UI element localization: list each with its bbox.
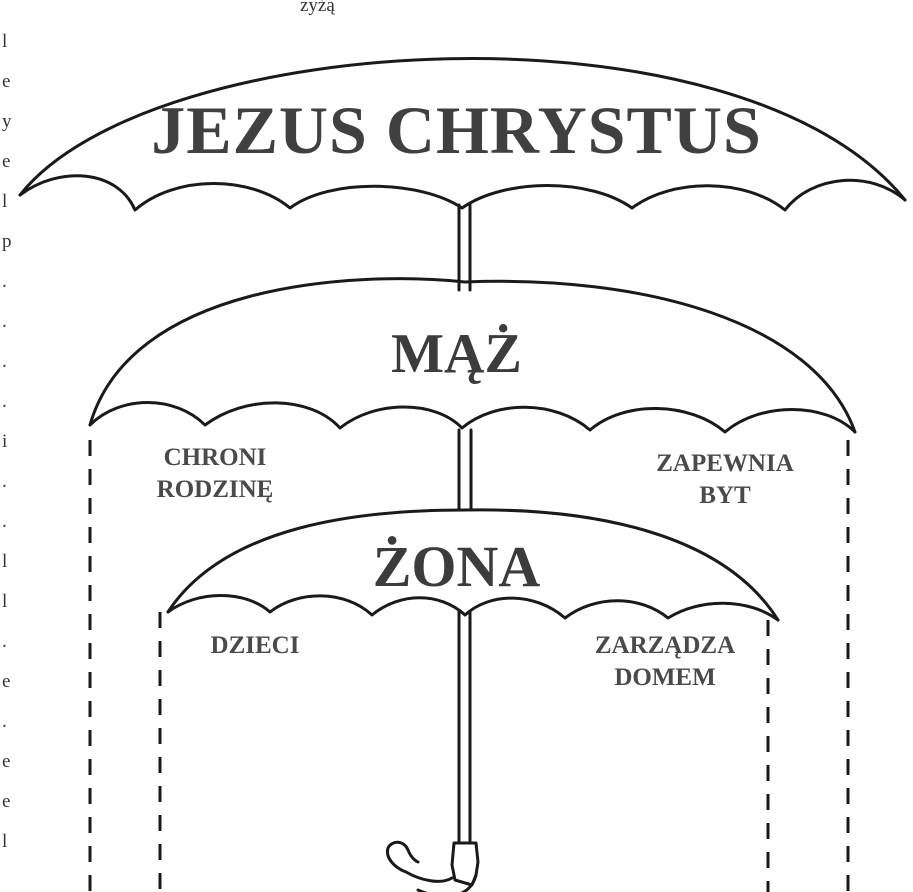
label-zarzadza-domem: ZARZĄDZA DOMEM: [555, 630, 775, 694]
cropped-left-letter: .: [2, 712, 7, 731]
label-line: ZARZĄDZA: [555, 630, 775, 662]
cropped-left-letter: e: [2, 152, 10, 171]
cropped-left-letter: e: [2, 752, 10, 771]
label-line: BYT: [610, 480, 840, 512]
cropped-top-text: zyżą: [300, 0, 335, 15]
umbrella-top-shaft: [459, 205, 470, 290]
cropped-left-letter: .: [2, 472, 7, 491]
cropped-left-letter: p: [2, 232, 12, 251]
cropped-left-letter: l: [2, 832, 7, 851]
umbrella-bottom-shaft: [459, 612, 470, 843]
cropped-left-letter: .: [2, 312, 7, 331]
cropped-left-letter: l: [2, 592, 7, 611]
label-line: RODZINĘ: [120, 474, 310, 506]
cropped-left-letter: e: [2, 672, 10, 691]
cropped-left-letter: l: [2, 32, 7, 51]
label-zona: ŻONA: [0, 538, 913, 596]
label-zapewnia-byt: ZAPEWNIA BYT: [610, 448, 840, 512]
label-line: DZIECI: [180, 630, 330, 662]
label-dzieci: DZIECI: [180, 630, 330, 662]
cropped-left-letter: .: [2, 512, 7, 531]
cropped-left-letter: .: [2, 632, 7, 651]
cropped-left-letter: l: [2, 192, 7, 211]
cropped-left-letter: e: [2, 72, 10, 91]
cropped-left-letter: y: [2, 112, 12, 131]
umbrella-middle-shaft: [459, 430, 471, 510]
cropped-left-letter: .: [2, 352, 7, 371]
label-line: CHRONI: [120, 442, 310, 474]
label-chroni-rodzine: CHRONI RODZINĘ: [120, 442, 310, 506]
cropped-left-letter: e: [2, 792, 10, 811]
label-jezus-chrystus: JEZUS CHRYSTUS: [0, 96, 913, 164]
cropped-left-letter: .: [2, 392, 7, 411]
label-maz: MĄŻ: [0, 326, 913, 382]
cropped-left-letter: l: [2, 552, 7, 571]
umbrella-handle: [387, 842, 478, 892]
cropped-left-letter: .: [2, 272, 7, 291]
label-line: DOMEM: [555, 662, 775, 694]
cropped-left-letter: i: [2, 432, 7, 451]
label-line: ZAPEWNIA: [610, 448, 840, 480]
